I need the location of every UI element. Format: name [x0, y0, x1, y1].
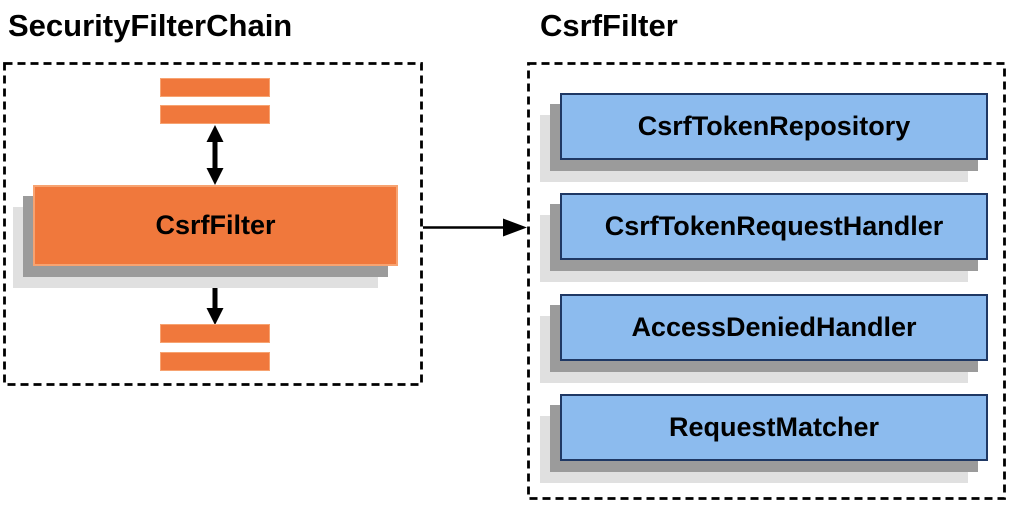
filter-placeholder-bar [160, 105, 270, 124]
filter-placeholder-bar [160, 352, 270, 371]
filter-placeholder-bar [160, 78, 270, 97]
security-filter-chain-title: SecurityFilterChain [8, 8, 293, 43]
bidirectional-arrow-top-icon [206, 125, 224, 185]
component-label: CsrfTokenRepository [637, 111, 911, 141]
right-arrow-icon [423, 218, 527, 237]
bidirectional-arrow-bottom-icon [206, 266, 224, 325]
component-label: CsrfTokenRequestHandler [604, 211, 944, 241]
csrf-filter-node-label: CsrfFilter [155, 210, 276, 240]
component-request-matcher: RequestMatcher [560, 394, 988, 461]
component-label: AccessDeniedHandler [631, 312, 917, 342]
component-csrf-token-repository: CsrfTokenRepository [560, 93, 988, 160]
component-csrf-token-request-handler: CsrfTokenRequestHandler [560, 193, 988, 260]
filter-placeholder-bar [160, 324, 270, 343]
component-label: RequestMatcher [668, 412, 880, 442]
component-access-denied-handler: AccessDeniedHandler [560, 294, 988, 361]
csrf-filter-title: CsrfFilter [540, 8, 678, 43]
security-filter-chain-boundary [3, 62, 423, 386]
csrf-filter-boundary [527, 62, 1006, 500]
csrf-filter-node: CsrfFilter [33, 185, 398, 266]
